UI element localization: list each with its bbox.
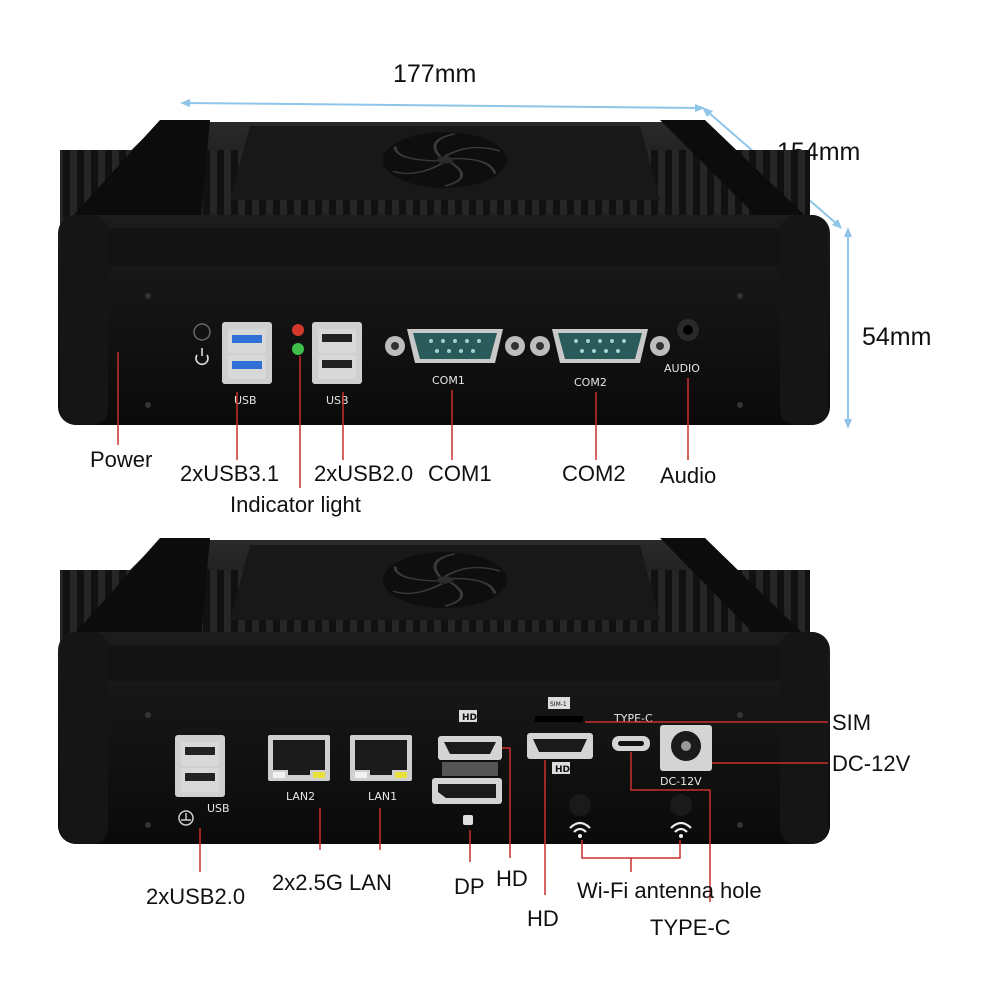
rear-unit: USB LAN2 LAN1 HD: [58, 538, 830, 844]
indicator-light-red: [292, 324, 304, 336]
com1-callout: COM1: [428, 461, 492, 486]
com1-port-label: COM1: [432, 374, 465, 387]
height-dimension-label: 54mm: [862, 323, 932, 351]
audio-callout: Audio: [660, 463, 717, 488]
hd-lower-callout: HD: [527, 906, 559, 931]
ground-icon: [178, 810, 194, 826]
hd-logo-lower: HD: [552, 762, 570, 775]
power-icon: [195, 348, 209, 366]
typec-port-label: TYPE-C: [613, 712, 653, 725]
rear-fan-icon: [381, 550, 509, 610]
hd-upper-callout: HD: [496, 866, 528, 891]
front-callout-lines: [117, 352, 689, 488]
lan2-port-label: LAN2: [286, 790, 315, 803]
fan-icon: [381, 130, 509, 190]
lan2-port[interactable]: [268, 735, 330, 781]
front-unit: USB USB COM1 COM2 AUDIO: [58, 120, 830, 425]
usb20-rear-ports[interactable]: [175, 735, 225, 797]
typec-callout: TYPE-C: [650, 915, 731, 940]
wifi-antenna-hole-right[interactable]: [670, 794, 692, 816]
port-spacer: [442, 762, 498, 776]
usb20-rear-callout: 2xUSB2.0: [146, 884, 246, 909]
hd-logo-upper: HD: [459, 710, 477, 723]
lan1-port[interactable]: [350, 735, 412, 781]
dp-callout: DP: [454, 874, 485, 899]
typec-port[interactable]: [612, 736, 650, 751]
power-button[interactable]: [193, 323, 211, 366]
dc-power-jack[interactable]: [660, 725, 712, 771]
wifi-antenna-hole-left[interactable]: [569, 794, 591, 816]
usb20-front-callout: 2xUSB2.0: [314, 461, 414, 486]
usb31-callout: 2xUSB3.1: [180, 461, 280, 486]
power-callout: Power: [90, 447, 153, 472]
audio-port-label: AUDIO: [664, 362, 700, 375]
hd-port-right[interactable]: [527, 733, 593, 759]
com2-callout: COM2: [562, 461, 626, 486]
dp-logo-icon: [463, 815, 473, 825]
usb20-rear-port-label: USB: [207, 802, 230, 815]
usb20-front-ports[interactable]: [312, 322, 362, 384]
lan1-port-label: LAN1: [368, 790, 397, 803]
usb31-ports[interactable]: [222, 322, 272, 384]
lan-callout: 2x2.5G LAN: [272, 870, 392, 895]
indicator-light-callout: Indicator light: [230, 492, 361, 517]
usb31-port-label: USB: [234, 394, 257, 407]
audio-jack[interactable]: [677, 319, 699, 341]
dc-callout: DC-12V: [832, 751, 911, 776]
sim-slot-label: SIM-1: [550, 701, 567, 708]
usb20-front-port-label: USB: [326, 394, 349, 407]
wifi-antenna-callout: Wi-Fi antenna hole: [577, 878, 762, 903]
dc-port-label: DC-12V: [660, 775, 702, 788]
com2-port-label: COM2: [574, 376, 607, 389]
hd-port-upper[interactable]: [438, 736, 502, 760]
sim-slot[interactable]: SIM-1: [535, 697, 583, 722]
dp-port[interactable]: [432, 778, 502, 804]
svg-text:HD: HD: [462, 713, 477, 723]
rear-callout-lines: [199, 721, 828, 902]
width-dimension-label: 177mm: [393, 60, 477, 88]
indicator-light-green: [292, 343, 304, 355]
svg-text:HD: HD: [555, 765, 570, 775]
sim-callout: SIM: [832, 710, 872, 735]
